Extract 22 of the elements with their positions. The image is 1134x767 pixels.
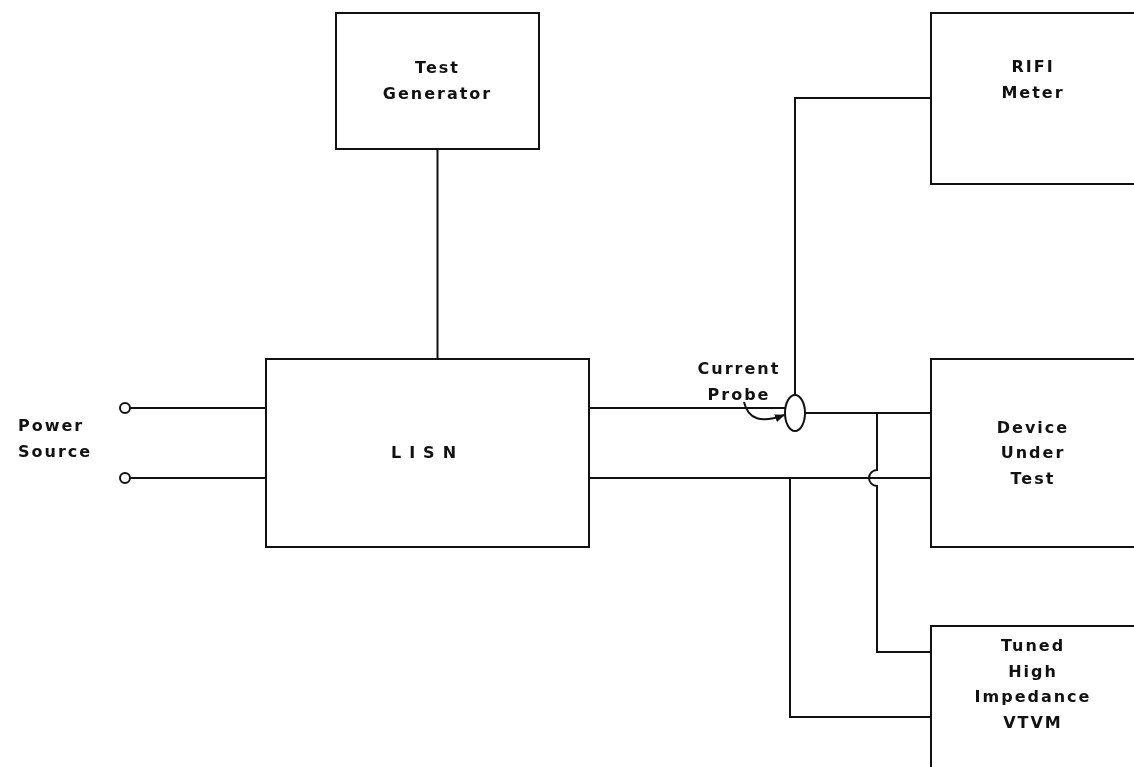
instrument-box [930,12,1134,185]
wire [436,149,439,359]
probe-label: Current Probe [697,356,781,402]
terminal-circle [119,472,131,484]
instrument-box [930,625,1134,767]
box-label: RIFI Meter [1001,56,1065,104]
instrument-box [265,358,590,548]
box-label: Device Under Test [996,416,1070,490]
instrument-box [335,12,540,150]
box-label: Tuned High Impedance VTVM [974,635,1092,734]
instrument-box [930,358,1134,548]
wire [804,412,931,653]
power-source-label: Power Source [18,415,93,463]
leader-arrow [743,401,785,422]
box-label: LISN [390,442,465,465]
wire [129,477,266,479]
wire [129,407,266,409]
box-label: Test Generator [382,57,493,105]
terminal-circle [119,402,131,414]
current-probe-ring [784,394,806,432]
wire [589,407,786,409]
wire [794,97,931,396]
